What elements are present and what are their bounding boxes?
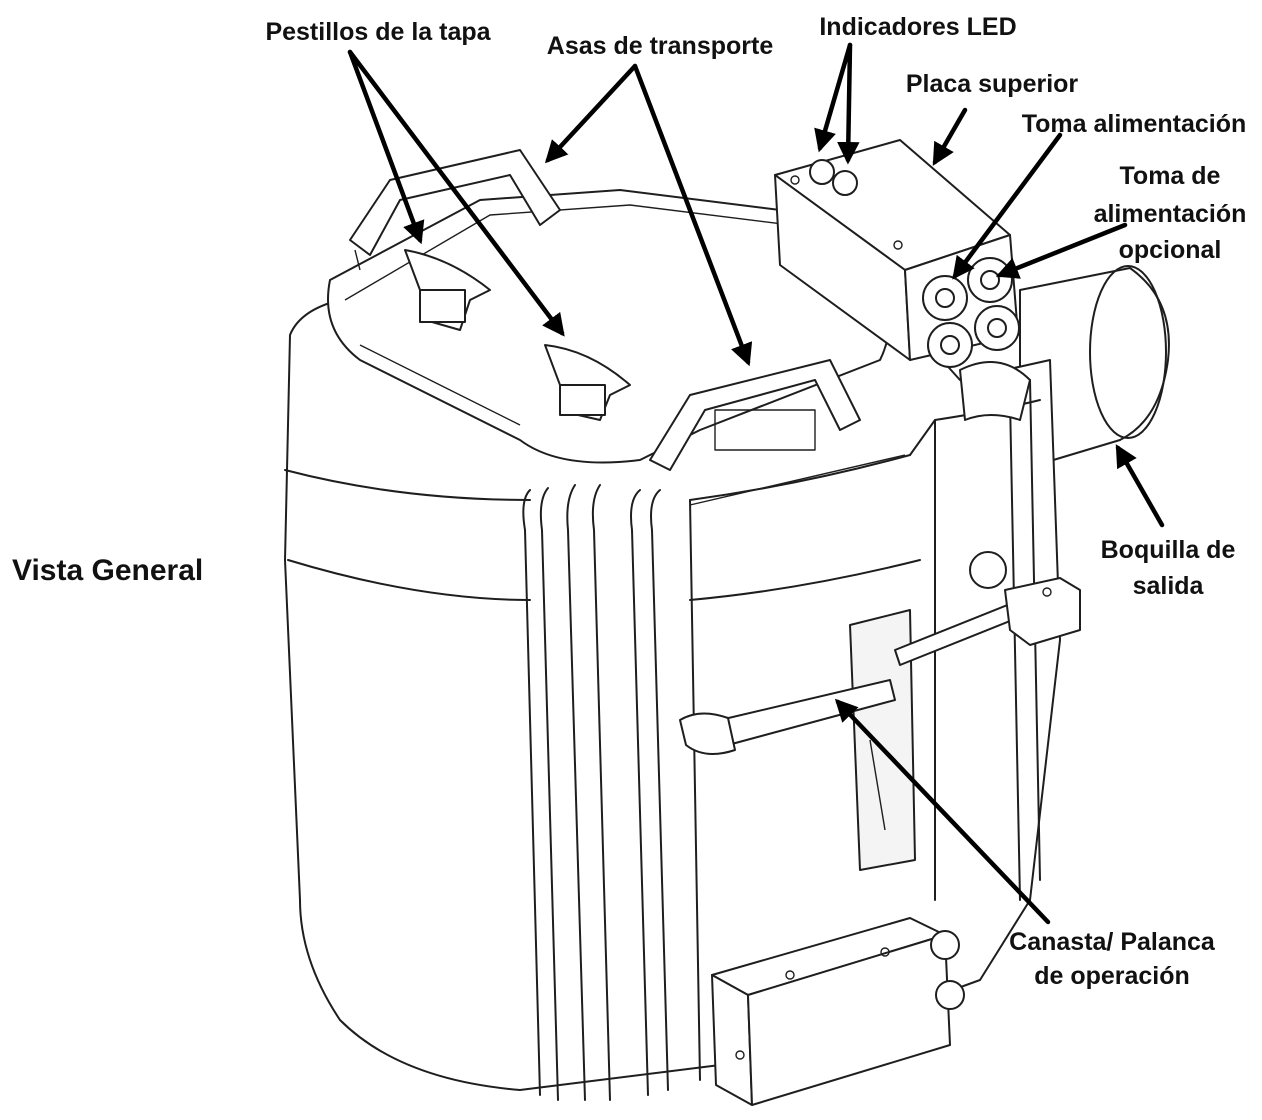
diagram-title: Vista General — [12, 554, 203, 587]
arrow-placa — [932, 107, 968, 166]
label-toma: Toma alimentación — [1022, 110, 1247, 138]
arrow-asas-1 — [544, 63, 638, 164]
label-toma-opcional-2: alimentación — [1094, 200, 1247, 228]
label-boquilla-1: Boquilla de — [1101, 536, 1236, 564]
pump-illustration — [284, 139, 1170, 1106]
arrow-pestillos-2 — [347, 49, 565, 337]
carry-handle-front — [649, 359, 861, 471]
carry-handle-back — [349, 149, 561, 271]
label-toma-opcional-3: opcional — [1119, 236, 1222, 264]
control-box — [774, 139, 1020, 368]
label-placa: Placa superior — [906, 70, 1079, 98]
junction-box — [711, 917, 965, 1106]
outlet-nozzle — [1019, 265, 1170, 471]
arrow-toma-opcional — [995, 222, 1128, 279]
arrow-pestillos-1 — [347, 49, 425, 245]
label-pestillos: Pestillos de la tapa — [265, 18, 491, 46]
label-canasta-2: de operación — [1034, 962, 1190, 990]
callout-labels: Pestillos de la tapa Asas de transporte … — [12, 13, 1246, 990]
arrow-indicadores-2 — [837, 42, 860, 165]
lid-latch-1 — [404, 249, 491, 331]
arrow-indicadores-1 — [814, 42, 853, 153]
arrow-canasta — [834, 698, 1051, 925]
operation-lever — [679, 551, 1081, 871]
label-boquilla-2: salida — [1133, 572, 1205, 600]
label-canasta-1: Canasta/ Palanca — [1009, 928, 1216, 956]
arrow-boquilla — [1115, 444, 1165, 528]
label-indicadores: Indicadores LED — [819, 13, 1016, 41]
lid-latch-2 — [544, 344, 631, 421]
right-bracket — [959, 361, 1031, 421]
label-toma-opcional-1: Toma de — [1120, 162, 1221, 190]
arrow-toma — [952, 132, 1063, 280]
arrow-asas-2 — [632, 63, 753, 367]
label-asas: Asas de transporte — [547, 32, 774, 60]
callout-arrows — [347, 42, 1165, 925]
